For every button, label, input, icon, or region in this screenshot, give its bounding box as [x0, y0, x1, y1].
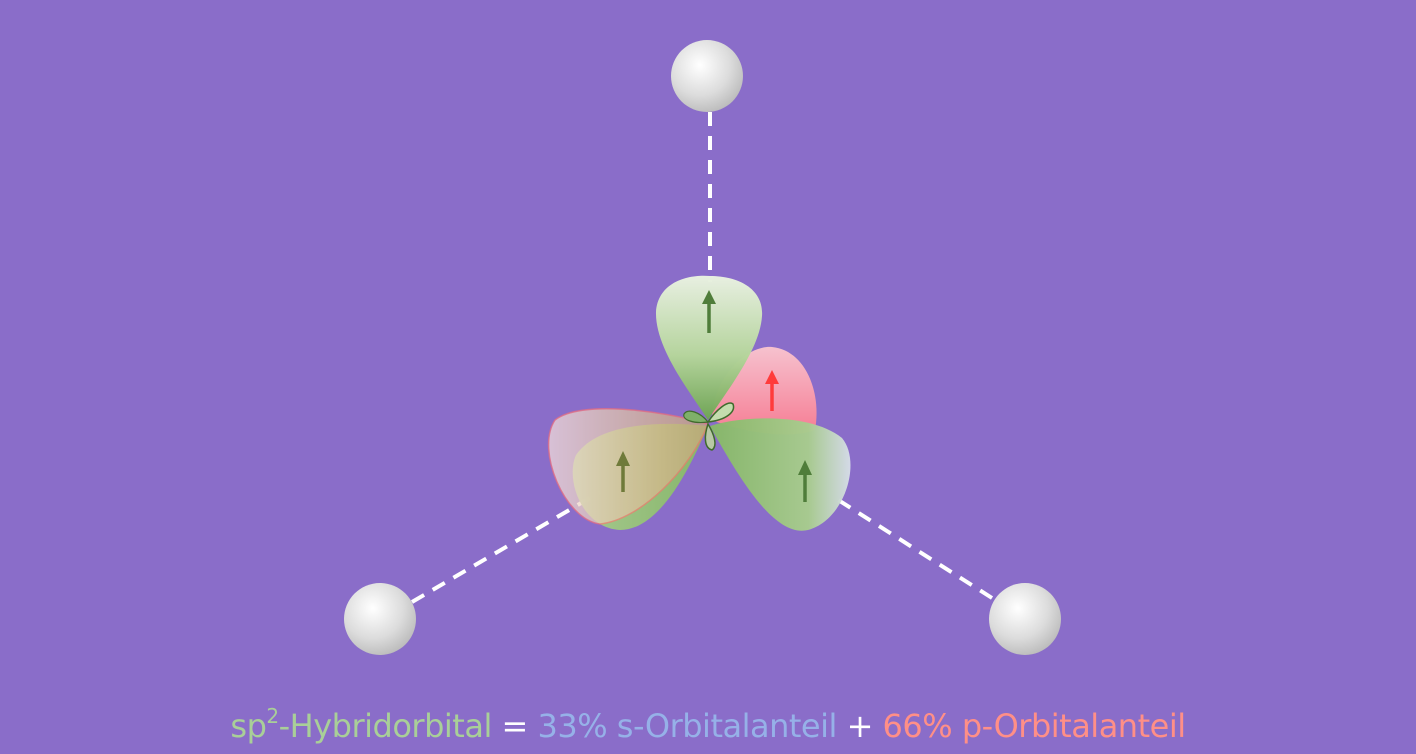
formula-s-term: 33% s-Orbitalanteil [537, 707, 837, 745]
hybrid-lobe-top [655, 275, 763, 420]
p-lobe-left [547, 408, 709, 525]
formula-hybrid-suffix: -Hybridorbital [278, 707, 493, 745]
bond-line-bottom-right [830, 494, 994, 600]
electron-arrow-left [616, 451, 630, 492]
bond-lines [410, 112, 994, 604]
formula-hybrid-term: sp2-Hybridorbital [230, 704, 493, 745]
nucleus-back-lobes [683, 402, 735, 451]
formula-equals: = [501, 707, 529, 745]
ligand-atom-bottom-left [344, 583, 416, 655]
formula-p-term: 66% p-Orbitalanteil [882, 707, 1187, 745]
electron-arrow-right [798, 460, 812, 502]
ligand-atom-top [671, 40, 743, 112]
hybridization-formula: sp2-Hybridorbital = 33% s-Orbitalanteil … [0, 690, 1416, 752]
electron-arrow-top [702, 290, 716, 333]
ligand-atom-bottom-right [989, 583, 1061, 655]
formula-hybrid-superscript: 2 [266, 704, 279, 728]
electron-arrow-p-upper [765, 370, 779, 411]
formula-plus: + [846, 707, 874, 745]
formula-hybrid-prefix: sp [230, 707, 267, 745]
bond-line-bottom-left [410, 490, 602, 604]
hybrid-lobe-right [710, 418, 851, 531]
